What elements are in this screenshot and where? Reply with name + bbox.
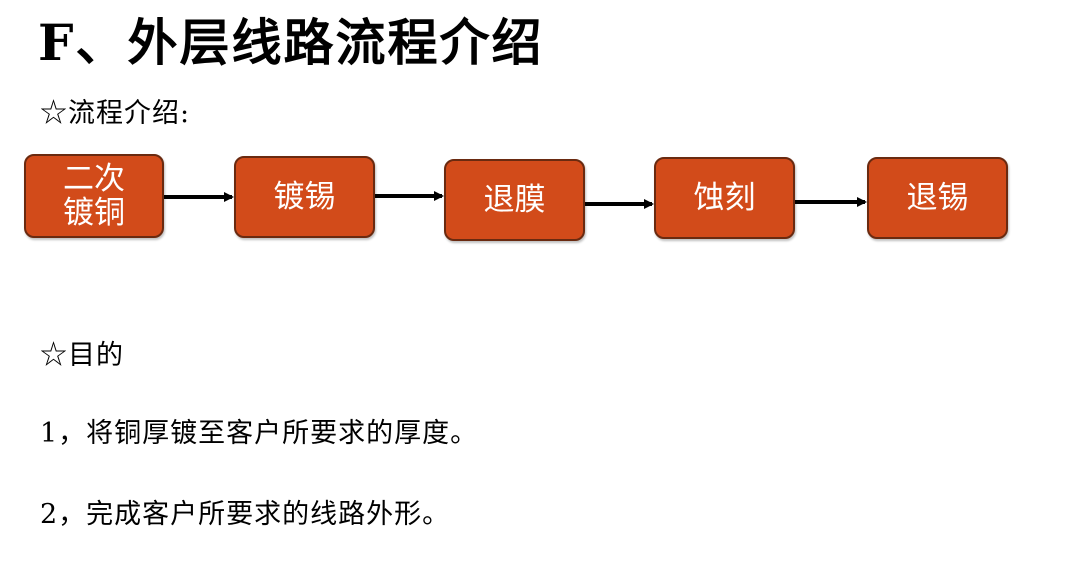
flow-step-tin-plating: 镀锡 bbox=[234, 156, 375, 238]
flow-step-etching: 蚀刻 bbox=[654, 157, 795, 239]
flow-step-tin-stripping: 退锡 bbox=[867, 157, 1008, 239]
flow-step-label: 镀锡 bbox=[273, 179, 336, 215]
flow-step-film-stripping: 退膜 bbox=[444, 159, 585, 241]
flow-step-second-copper-plating: 二次 镀铜 bbox=[24, 154, 164, 238]
page-title: F、外层线路流程介绍 bbox=[38, 13, 544, 72]
flow-step-label: 退锡 bbox=[906, 180, 969, 216]
flow-intro-heading: ☆流程介绍: bbox=[40, 98, 191, 129]
purpose-point-1: 1，将铜厚镀至客户所要求的厚度。 bbox=[40, 418, 479, 449]
flow-step-label-line1: 二次 bbox=[63, 161, 125, 197]
purpose-heading: ☆目的 bbox=[40, 340, 124, 371]
purpose-point-2: 2，完成客户所要求的线路外形。 bbox=[40, 499, 451, 530]
flow-step-label: 蚀刻 bbox=[693, 180, 756, 216]
flow-step-label: 退膜 bbox=[483, 182, 546, 218]
flow-step-label-line2: 镀铜 bbox=[63, 195, 125, 231]
